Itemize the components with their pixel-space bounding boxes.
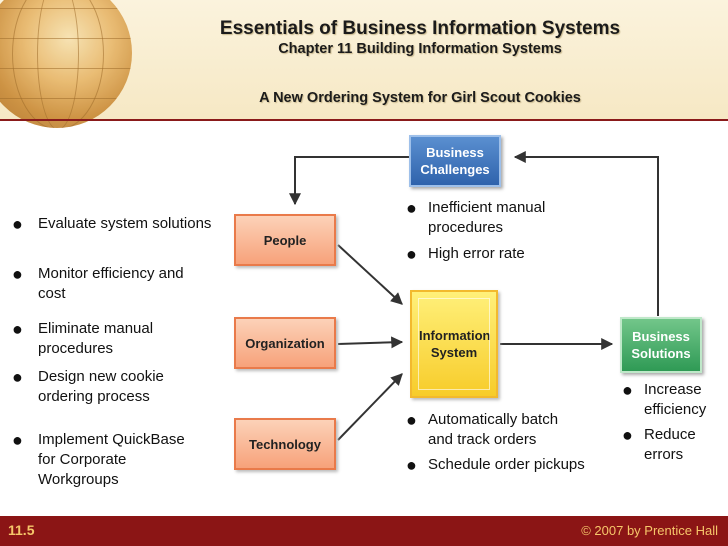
chapter-title: Chapter 11 Building Information Systems bbox=[278, 41, 562, 57]
solution-bullet-1: ● Increase efficiency bbox=[622, 380, 707, 418]
header-divider bbox=[0, 119, 728, 121]
left-bullet-2: ● Monitor efficiency and cost bbox=[12, 264, 184, 302]
technology-box: Technology bbox=[234, 418, 336, 470]
left-bullet-4: ● Design new cookie ordering process bbox=[12, 367, 164, 405]
left-bullet-1: ● Evaluate system solutions bbox=[12, 214, 212, 234]
arrow-technology-to-system bbox=[337, 373, 403, 441]
business-solutions-box: Business Solutions bbox=[620, 317, 702, 373]
information-system-label: Information System bbox=[419, 328, 491, 360]
information-system-box: Information System bbox=[410, 290, 498, 398]
arrow-challenges-to-people bbox=[289, 156, 409, 206]
challenge-bullet-2: ● High error rate bbox=[406, 244, 525, 264]
organization-box: Organization bbox=[234, 317, 336, 369]
arrow-solutions-to-challenges bbox=[513, 151, 659, 316]
copyright-notice: © 2007 by Prentice Hall bbox=[581, 523, 718, 538]
system-bullet-1: ● Automatically batch and track orders bbox=[406, 410, 559, 448]
arrow-organization-to-system bbox=[337, 336, 404, 349]
organization-label: Organization bbox=[245, 335, 325, 351]
people-label: People bbox=[263, 232, 307, 248]
technology-label: Technology bbox=[249, 436, 321, 452]
slide-number: 11.5 bbox=[8, 522, 35, 538]
system-bullet-2: ● Schedule order pickups bbox=[406, 455, 585, 475]
slide-subtitle: A New Ordering System for Girl Scout Coo… bbox=[259, 90, 581, 106]
left-bullet-3: ● Eliminate manual procedures bbox=[12, 319, 154, 357]
left-bullet-5: ● Implement QuickBase for Corporate Work… bbox=[12, 430, 185, 488]
arrow-people-to-system bbox=[337, 244, 403, 305]
slide-footer: 11.5 © 2007 by Prentice Hall bbox=[0, 516, 728, 546]
business-solutions-label: Business Solutions bbox=[631, 329, 691, 361]
business-challenges-label: Business Challenges bbox=[420, 145, 490, 177]
presentation-title: Essentials of Business Information Syste… bbox=[219, 18, 621, 39]
slide-header: Essentials of Business Information Syste… bbox=[0, 0, 728, 128]
people-box: People bbox=[234, 214, 336, 266]
business-challenges-box: Business Challenges bbox=[409, 135, 501, 187]
challenge-bullet-1: ● Inefficient manual procedures bbox=[406, 198, 546, 236]
solution-bullet-2: ● Reduce errors bbox=[622, 425, 696, 463]
